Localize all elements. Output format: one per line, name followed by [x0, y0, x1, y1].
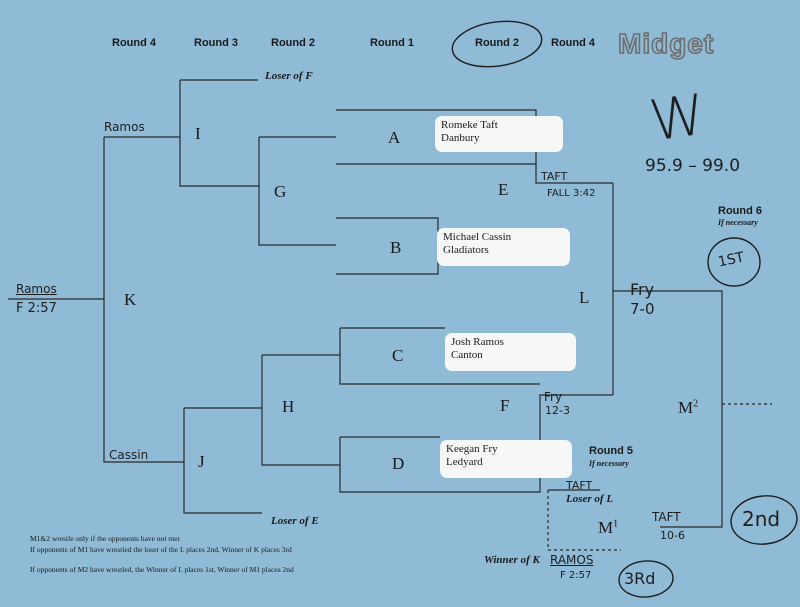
header-round5: Round 5	[589, 445, 633, 457]
handwritten-second-place: 2nd	[742, 507, 781, 531]
handwritten-taft-m1: TAFT	[652, 510, 681, 524]
handwritten-fry-l: Fry	[630, 280, 655, 299]
bracket-letter-g: G	[274, 182, 287, 201]
rules-note-2: If opponents of M1 have wrestled the los…	[30, 545, 292, 554]
label-loser-of-l: Loser of L	[566, 493, 614, 505]
bracket-letter-k: K	[124, 290, 137, 309]
wrestler-card-c: Josh Ramos Canton	[445, 333, 576, 371]
bracket-letter-l: L	[579, 288, 590, 307]
handwritten-ramos-winner-k-result: F 2:57	[560, 570, 592, 581]
wrestler-name: Keegan Fry	[446, 443, 498, 455]
label-loser-of-f: Loser of F	[265, 70, 313, 82]
page-title: Midget	[617, 27, 715, 60]
label-loser-of-e: Loser of E	[271, 515, 319, 527]
handwritten-taft-e: TAFT	[541, 170, 568, 183]
wrestler-name: Romeke Taft	[441, 119, 498, 131]
rules-note-1: M1&2 wrestle only if the opponents have …	[30, 534, 180, 543]
handwritten-ramos-winner-k: RAMOS	[550, 553, 594, 567]
handwritten-taft-m1-result: 10-6	[660, 529, 685, 542]
wrestler-card-b: Michael Cassin Gladiators	[437, 228, 570, 266]
header-round5-note: If necessary	[589, 459, 629, 468]
wrestler-name: Josh Ramos	[451, 336, 504, 348]
wrestler-name: Michael Cassin	[443, 231, 512, 243]
bracket-letter-d: D	[392, 454, 405, 473]
wrestler-card-a: Romeke Taft Danbury	[435, 116, 563, 152]
bracket-letter-c: C	[392, 346, 404, 365]
header-round2-left: Round 2	[271, 37, 315, 49]
handwritten-taft-e-result: FALL 3:42	[547, 188, 596, 199]
label-winner-of-k: Winner of K	[484, 554, 540, 566]
handwritten-fry-f: Fry	[544, 390, 563, 404]
bracket-letter-h: H	[282, 397, 295, 416]
handwritten-ramos-k: Ramos	[16, 282, 57, 296]
handwritten-ramos-i: Ramos	[104, 120, 145, 134]
handwritten-w: W	[645, 82, 710, 155]
wrestler-team: Danbury	[441, 132, 480, 144]
handwritten-fry-f-result: 12-3	[545, 404, 570, 417]
header-round6: Round 6	[718, 205, 762, 217]
wrestler-team: Canton	[451, 349, 483, 361]
wrestler-team: Ledyard	[446, 456, 483, 468]
wrestler-team: Gladiators	[443, 244, 489, 256]
header-round4-right: Round 4	[551, 37, 595, 49]
header-round3: Round 3	[194, 37, 238, 49]
header-round4-left: Round 4	[112, 37, 156, 49]
handwritten-weight-class: 95.9 – 99.0	[645, 156, 741, 176]
bracket-letter-m1: M1	[598, 518, 619, 537]
header-round1: Round 1	[370, 37, 414, 49]
header-round6-note: If necessary	[718, 218, 758, 227]
bracket-letter-a: A	[388, 128, 401, 147]
header-round2-right: Round 2	[475, 37, 519, 49]
rules-note-3: If opponents of M2 have wrestled, the Wi…	[30, 565, 294, 574]
bracket-letter-f: F	[500, 396, 510, 415]
wrestler-card-d: Keegan Fry Ledyard	[440, 440, 572, 478]
handwritten-taft-loser-l: TAFT	[566, 479, 593, 492]
handwritten-cassin-j: Cassin	[109, 448, 149, 462]
bracket-letter-j: J	[198, 452, 205, 471]
handwritten-third-place: 3Rd	[624, 569, 656, 588]
handwritten-fry-l-result: 7-0	[630, 300, 655, 318]
bracket-letter-e: E	[498, 180, 509, 199]
bracket-letter-m2: M2	[678, 398, 699, 417]
handwritten-ramos-k-result: F 2:57	[16, 301, 57, 316]
bracket-letter-b: B	[390, 238, 402, 257]
bracket-letter-i: I	[195, 124, 201, 143]
